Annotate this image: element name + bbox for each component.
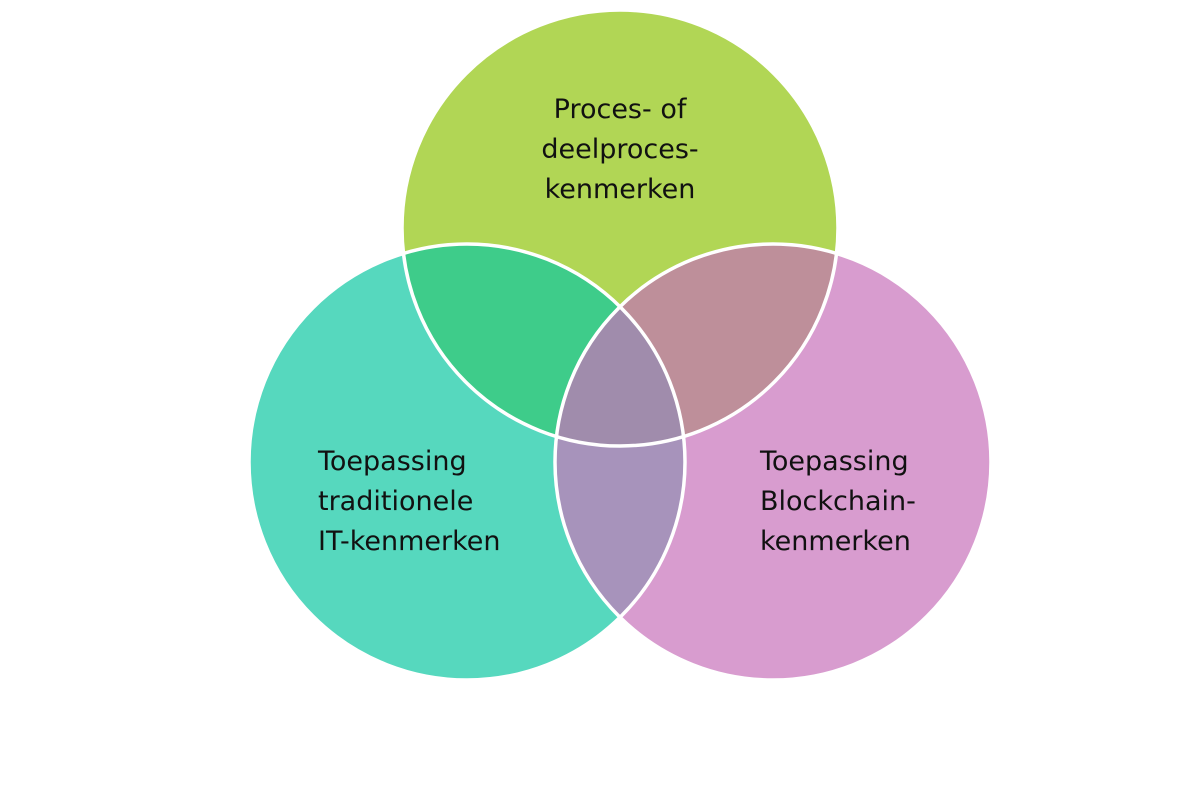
- label-traditional-it: Toepassing traditionele IT-kenmerken: [318, 446, 501, 557]
- circle-outlines: [247, 8, 993, 682]
- label-blockchain: Toepassing Blockchain- kenmerken: [760, 446, 916, 557]
- overlap-process-it: [402, 244, 685, 446]
- overlap-process-blockchain: [555, 244, 838, 446]
- label-process: Proces- of deelproces- kenmerken: [541, 94, 699, 205]
